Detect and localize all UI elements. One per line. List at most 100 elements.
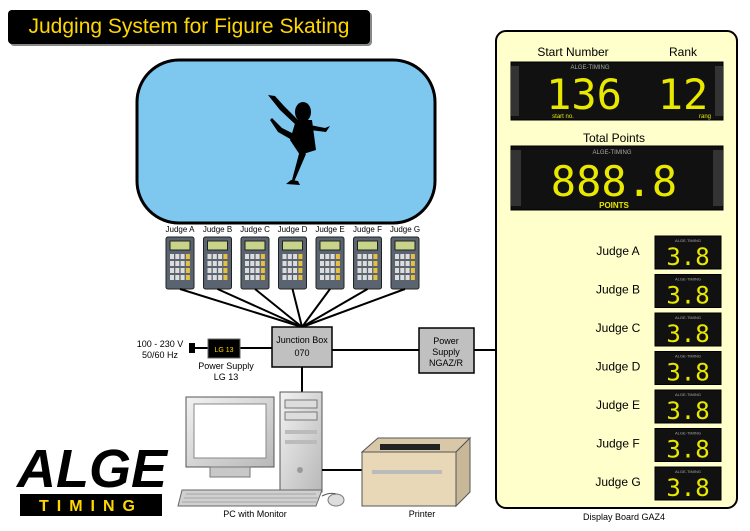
keypad-key <box>180 261 185 266</box>
keypad-key <box>250 261 255 266</box>
judge-cable <box>217 288 303 328</box>
keypad-key <box>260 268 265 273</box>
keypad-key <box>325 254 330 259</box>
keypad-key <box>180 268 185 273</box>
judge-keypad: Judge E <box>315 225 345 290</box>
board-judge-brand: ALGE-TIMING <box>675 469 701 474</box>
keypad-key <box>175 268 180 273</box>
junction-box-label: Junction Box <box>276 335 328 345</box>
board-judge-panel <box>654 389 722 424</box>
power-supply-ngaz: Power Supply NGAZ/R <box>418 327 475 374</box>
board-judge-panel <box>654 312 722 347</box>
keypad-key <box>212 261 217 266</box>
keypad-key <box>335 261 340 266</box>
total-points-value: 888.8 <box>551 157 677 206</box>
power-supply-lg13: LG 13 100 - 230 V 50/60 Hz Power Supply … <box>137 338 272 382</box>
keypad-key <box>368 254 373 259</box>
board-judge-score: 3.8 <box>666 282 709 310</box>
keypad-key <box>362 254 367 259</box>
printer: Printer <box>360 436 472 519</box>
keypad-screen <box>357 240 378 251</box>
keypad-key <box>218 254 223 259</box>
total-points-label: Total Points <box>583 131 645 145</box>
keypad-key <box>320 275 324 280</box>
keypad-key <box>400 268 405 273</box>
keypad-key <box>282 254 287 259</box>
keypad-key <box>330 275 335 280</box>
board-judge-label: Judge G <box>595 475 640 489</box>
board-judge-panel <box>654 235 722 270</box>
keypad-key <box>282 261 287 266</box>
keypad-key <box>212 275 217 280</box>
keypad-key <box>373 268 378 273</box>
keypad-key <box>218 275 223 280</box>
keypad-key <box>255 261 260 266</box>
keypad-key <box>410 261 415 266</box>
board-judge-panel <box>654 351 722 385</box>
judge-cables <box>179 288 406 328</box>
judge-keypad: Judge F <box>353 225 382 290</box>
keypad-key <box>373 254 378 259</box>
board-judge-score: 3.8 <box>666 243 709 271</box>
keypad-key <box>405 261 410 266</box>
keypad-key <box>362 268 367 273</box>
keypad-key <box>287 261 292 266</box>
keypad-key <box>255 275 260 280</box>
start-number-value: 136 <box>546 70 622 119</box>
pc-label: PC with Monitor <box>223 509 287 519</box>
keypad-key <box>223 268 228 273</box>
display-board-caption: Display Board GAZ4 <box>583 512 665 522</box>
keypad-key <box>185 254 190 259</box>
keypad-key <box>373 261 378 266</box>
keypad-key <box>223 275 228 280</box>
keypad-key <box>250 268 255 273</box>
keypad-key <box>170 254 174 259</box>
board-brand-middle: ALGE-TIMING <box>592 150 631 156</box>
keypad-key <box>255 254 260 259</box>
judge-keypad: Judge A <box>165 225 195 290</box>
board-judge-brand: ALGE-TIMING <box>675 315 701 320</box>
keypad-key <box>405 268 410 273</box>
keypad-key <box>170 268 174 273</box>
judge-keypad-label: Judge C <box>240 225 270 234</box>
printer-label: Printer <box>409 509 436 519</box>
keypad-key <box>330 268 335 273</box>
keypad-key <box>325 275 330 280</box>
startno-small-label: start no. <box>552 114 574 120</box>
judge-cable <box>179 288 303 328</box>
board-judge-brand: ALGE-TIMING <box>675 392 701 397</box>
board-judge-brand: ALGE-TIMING <box>675 431 701 436</box>
keypad-key <box>207 261 212 266</box>
power-supply-lg13-label: Power Supply <box>198 361 254 371</box>
keypad-key <box>180 275 185 280</box>
keypad-key <box>175 275 180 280</box>
board-judge-label: Judge F <box>596 437 639 451</box>
keypad-key <box>330 254 335 259</box>
keypad-screen <box>244 240 266 251</box>
keypad-key <box>207 254 212 259</box>
lg13-device-label: LG 13 <box>214 347 233 354</box>
keypad-key <box>325 261 330 266</box>
keypad-key <box>218 268 223 273</box>
board-judge-score: 3.8 <box>666 436 709 464</box>
keypad-key <box>185 275 190 280</box>
keypad-screen <box>394 240 416 251</box>
keypad-key <box>207 275 212 280</box>
board-judge-brand: ALGE-TIMING <box>675 238 701 243</box>
logo-timing: TIMING <box>39 498 143 515</box>
keypad-key <box>218 261 223 266</box>
rank-value: 12 <box>658 70 709 119</box>
keypad-key <box>400 261 405 266</box>
keypad-key <box>373 275 378 280</box>
keypad-key <box>180 254 185 259</box>
judge-keypad-label: Judge F <box>353 225 382 234</box>
keypad-key <box>260 261 265 266</box>
keypad-key <box>395 268 399 273</box>
judge-cable <box>301 288 406 328</box>
board-judge-label: Judge A <box>596 244 639 258</box>
ngaz-label-line1: Power <box>433 336 459 346</box>
